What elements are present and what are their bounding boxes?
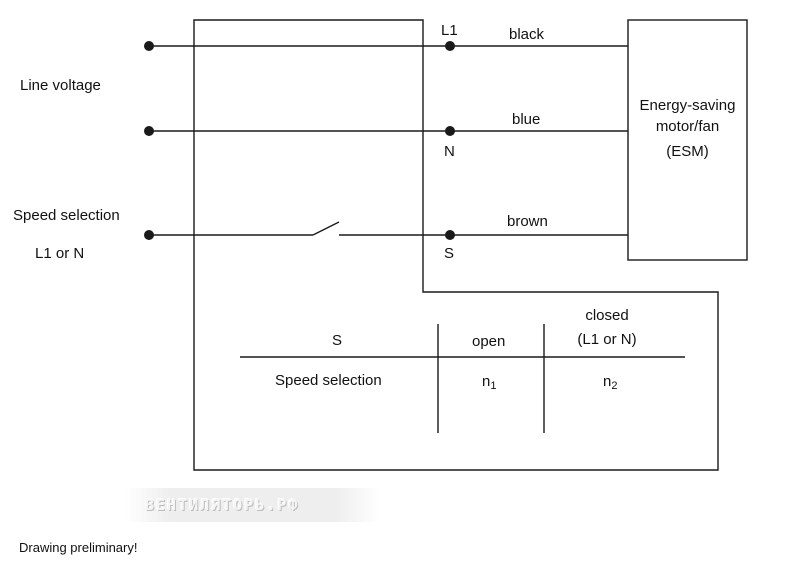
motor-label-line2: motor/fan — [655, 118, 720, 135]
table-header-closed: closed — [585, 307, 629, 324]
terminal-label-n: N — [444, 143, 455, 160]
table-cell-n1: n1 — [482, 373, 497, 392]
table-header-s: S — [332, 332, 343, 349]
table-header-open: open — [472, 333, 506, 350]
wire-label-black: black — [509, 26, 545, 43]
terminal-label-s: S — [444, 245, 455, 262]
switch-contact — [312, 221, 340, 236]
line-voltage-label: Line voltage — [20, 77, 101, 94]
table-header-closed-condition: (L1 or N) — [577, 331, 637, 348]
wire-label-brown: brown — [507, 213, 548, 230]
terminal-dot-l1 — [445, 41, 455, 51]
l1-or-n-label: L1 or N — [35, 245, 85, 262]
terminal-dot-line-s — [144, 230, 154, 240]
terminal-dot-line-l1 — [144, 41, 154, 51]
watermark-text: ВЕНТИЛЯТОРЬ.РФ — [145, 496, 300, 514]
motor-label-line1: Energy-saving — [639, 97, 736, 114]
motor-box — [627, 19, 748, 261]
watermark: ВЕНТИЛЯТОРЬ.РФ — [125, 488, 380, 522]
motor-label-line3: (ESM) — [666, 143, 709, 160]
wire-label-blue: blue — [512, 111, 541, 128]
terminal-dot-line-n — [144, 126, 154, 136]
table-cell-n2: n2 — [603, 373, 618, 392]
housing-outline — [193, 19, 719, 471]
table-row-speed-selection: Speed selection — [275, 372, 382, 389]
terminal-dot-n — [445, 126, 455, 136]
speed-selection-label: Speed selection — [13, 207, 120, 224]
terminal-dot-s — [445, 230, 455, 240]
terminal-label-l1: L1 — [441, 22, 458, 39]
footer-note: Drawing preliminary! — [19, 540, 138, 555]
